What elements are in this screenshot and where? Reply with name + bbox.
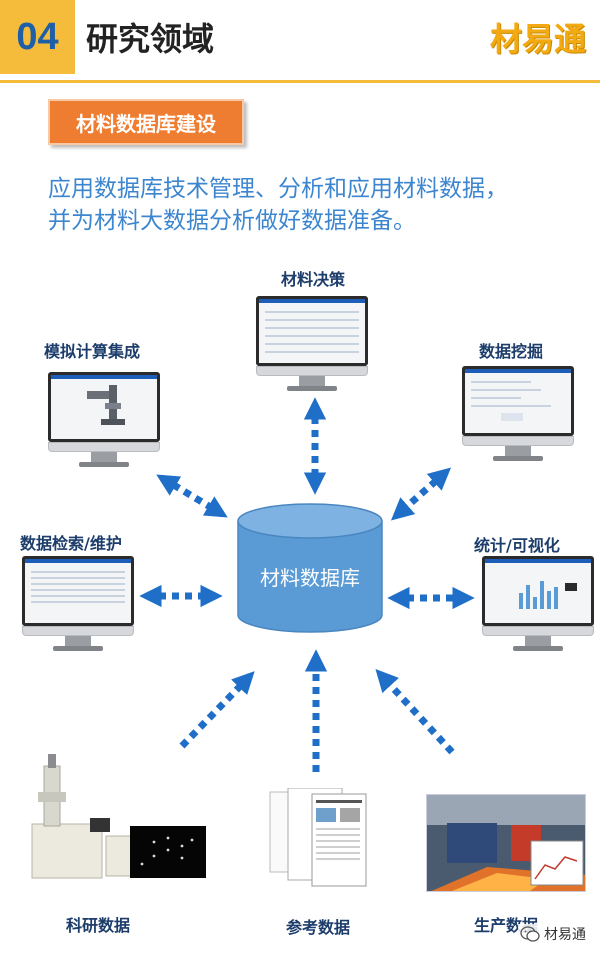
- intro-line-1: 应用数据库技术管理、分析和应用材料数据，: [48, 176, 508, 202]
- arrow-simulation: [156, 474, 228, 518]
- intro-text: 应用数据库技术管理、分析和应用材料数据， 并为材料大数据分析做好数据准备。: [48, 173, 588, 237]
- research-equipment-image: [31, 754, 206, 879]
- watermark-text: 材易通: [544, 927, 586, 943]
- page-title: 研究领域: [86, 20, 215, 58]
- arrow-production: [375, 669, 455, 755]
- production-plant-image: [426, 794, 586, 892]
- watermark: 材易通: [518, 924, 588, 944]
- node-label-simulation: 模拟计算集成: [44, 342, 141, 361]
- section-number: 04: [0, 0, 75, 74]
- database-label: 材料数据库: [260, 566, 360, 590]
- node-label-decision: 材料决策: [280, 270, 346, 289]
- monitor-statistics: [482, 556, 594, 651]
- intro-line-2: 并为材料大数据分析做好数据准备。: [48, 208, 416, 234]
- arrow-research: [179, 671, 255, 749]
- cad-model-icon: [87, 385, 125, 425]
- header-divider: [0, 80, 600, 83]
- node-label-statistics: 统计/可视化: [474, 536, 560, 555]
- source-label-research: 科研数据: [65, 916, 131, 935]
- node-label-retrieval: 数据检索/维护: [20, 534, 122, 553]
- monitor-retrieval: [22, 556, 134, 651]
- bar-chart-icon: [519, 581, 577, 609]
- node-label-mining: 数据挖掘: [479, 342, 544, 361]
- brand-logo-text: 材易通: [489, 20, 586, 58]
- wechat-icon: [520, 926, 540, 942]
- monitor-simulation: [48, 372, 160, 467]
- arrow-mining: [390, 467, 452, 521]
- database-cylinder: [237, 503, 383, 633]
- section-badge: 材料数据库建设: [48, 99, 244, 145]
- reference-papers-image: [269, 788, 367, 887]
- monitor-mining: [462, 366, 574, 461]
- monitor-decision: [256, 296, 368, 391]
- source-label-reference: 参考数据: [285, 918, 351, 937]
